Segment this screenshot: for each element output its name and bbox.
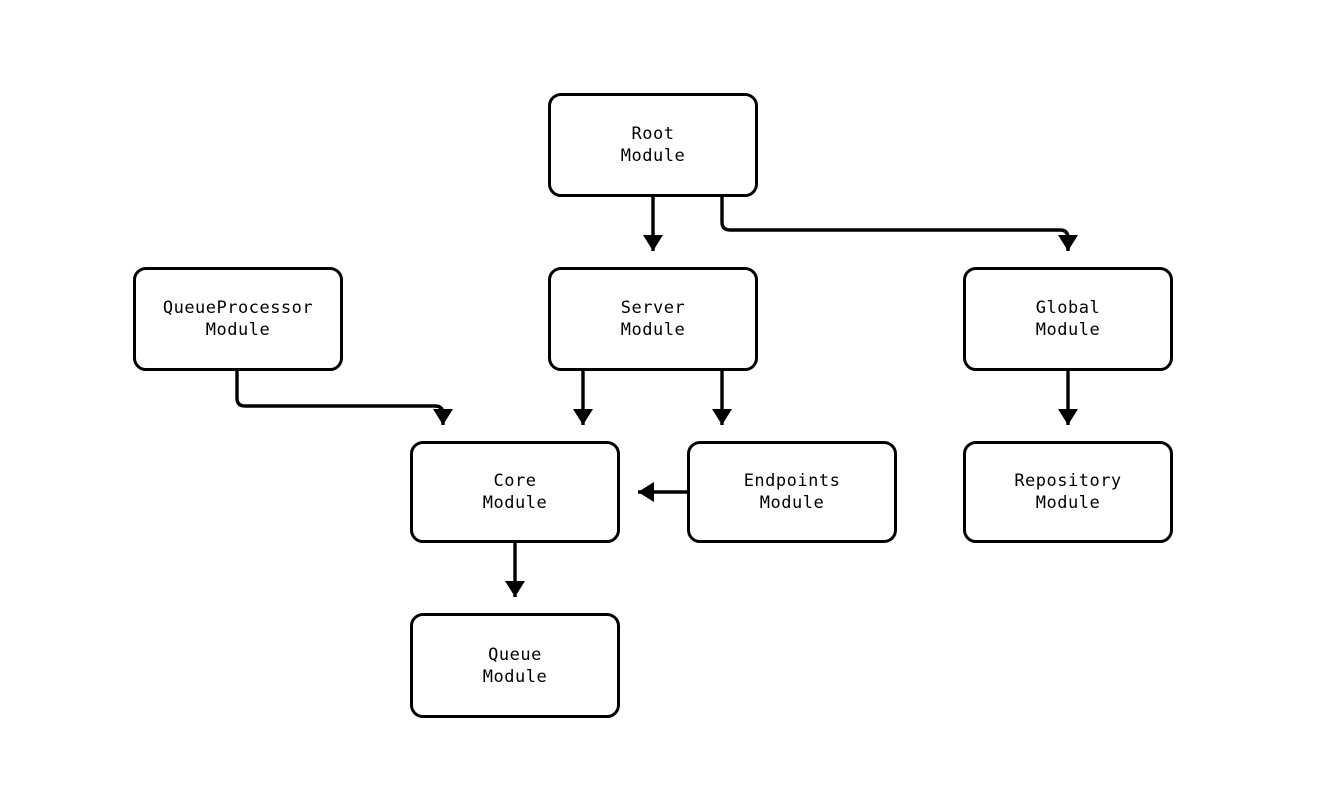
node-repository-type: Module [1035, 493, 1101, 513]
arrowhead-root-server [643, 235, 663, 251]
node-repository-name: Repository [1014, 471, 1122, 491]
edge-root-global [720, 197, 1070, 251]
arrowhead-global-repository [1058, 409, 1078, 425]
edges-group [235, 197, 1078, 597]
edge-queueprocessor-core [235, 371, 445, 425]
node-root-type: Module [620, 146, 686, 166]
node-endpoints-type: Module [759, 493, 825, 513]
node-server-type: Module [620, 320, 686, 340]
arrowhead-server-core [573, 409, 593, 425]
node-global-name: Global [1035, 298, 1101, 318]
node-queue-name: Queue [488, 644, 542, 665]
arrowhead-endpoints-core [638, 482, 654, 502]
node-queue-type: Module [482, 666, 548, 687]
node-endpoints-name: Endpoints [743, 471, 841, 491]
node-core-name: Core [493, 471, 537, 491]
node-queueprocessor-name: QueueProcessor [162, 298, 314, 318]
arrowhead-queueprocessor-core [433, 409, 453, 425]
node-global-type: Module [1035, 320, 1101, 340]
arrowhead-core-queue [505, 581, 525, 597]
arrowhead-server-endpoints [712, 409, 732, 425]
node-queueprocessor-type: Module [205, 320, 271, 340]
node-core-type: Module [482, 493, 548, 513]
node-server-name: Server [620, 298, 686, 318]
arrowhead-root-global [1058, 235, 1078, 251]
node-root-name: Root [631, 124, 675, 144]
